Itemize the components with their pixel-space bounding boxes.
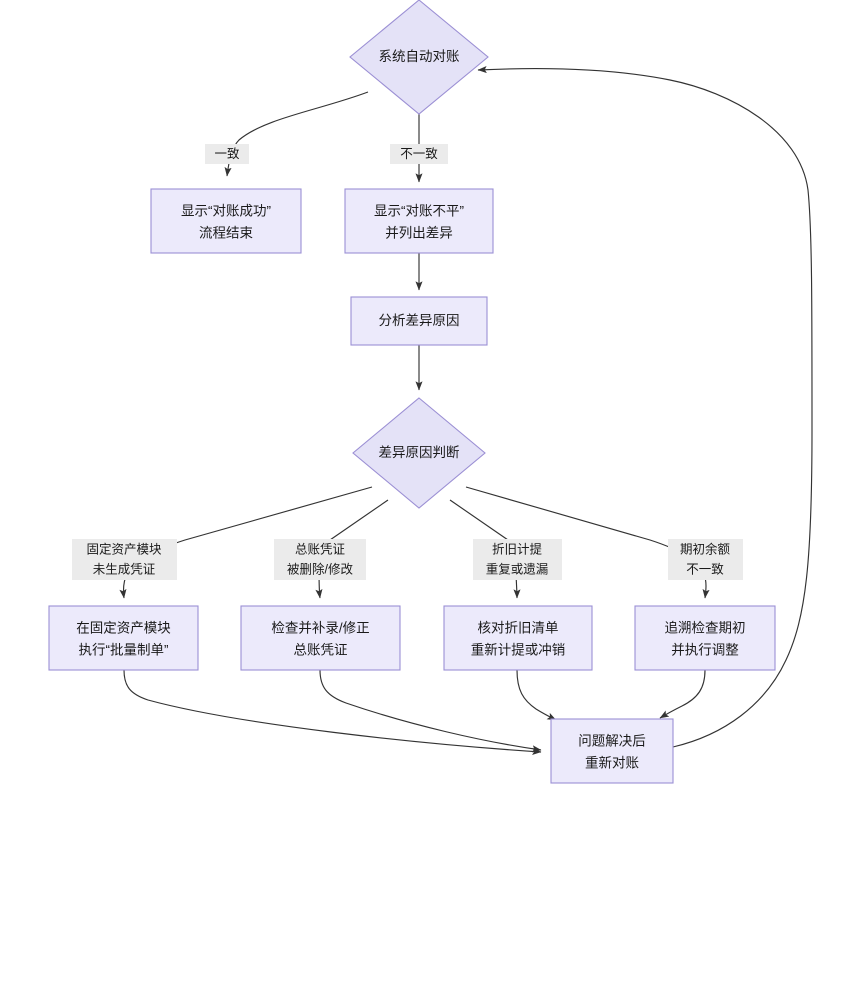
edge-label-consistent: 一致 [205, 144, 249, 164]
node-label-line1: 问题解决后 [578, 734, 646, 749]
node-label: 系统自动对账 [379, 49, 460, 64]
node-layer: 系统自动对账 显示“对账成功” 流程结束 显示“对账不平” 并列出差异 分析差异… [48, 0, 776, 784]
node-label-line2: 重新对账 [585, 756, 639, 771]
node-label-line2: 执行“批量制单” [79, 643, 169, 658]
edge-label-text: 一致 [214, 147, 240, 161]
node-label: 分析差异原因 [379, 313, 460, 328]
edge-label-text: 不一致 [400, 147, 438, 161]
box-shape [550, 718, 674, 784]
edge-label-text-line1: 折旧计提 [492, 541, 543, 556]
edge-label-text-line2: 未生成凭证 [93, 561, 156, 576]
node-label-line2: 重新计提或冲销 [471, 643, 566, 658]
edge-n7-n10 [319, 669, 542, 753]
box-shape [443, 605, 593, 671]
node-re-reconcile-after-fix[interactable]: 问题解决后 重新对账 [550, 718, 674, 784]
edge-label-inconsistent: 不一致 [390, 144, 448, 164]
node-label-line2: 总账凭证 [294, 643, 348, 658]
edge-label-text-line2: 重复或遗漏 [486, 561, 549, 576]
edge-n9-n10 [659, 669, 706, 719]
node-label-line2: 流程结束 [199, 226, 253, 241]
node-label-line1: 追溯检查期初 [665, 620, 746, 636]
edge-label-fixed-asset-no-voucher: 固定资产模块 未生成凭证 [72, 539, 177, 580]
edge-label-text-line1: 总账凭证 [295, 541, 346, 556]
label-background [473, 539, 562, 580]
node-label: 差异原因判断 [379, 445, 460, 460]
node-reconcile-success[interactable]: 显示“对账成功” 流程结束 [150, 188, 302, 254]
edge-label-gl-voucher-modified: 总账凭证 被删除/修改 [274, 539, 366, 580]
edge-n10-n1-return [477, 66, 813, 748]
node-label-line1: 显示“对账成功” [181, 204, 271, 219]
node-analyze-difference-cause[interactable]: 分析差异原因 [350, 296, 488, 346]
node-label-line2: 并列出差异 [385, 226, 453, 241]
edge-label-text-line2: 被删除/修改 [287, 561, 353, 576]
node-trace-opening-balance[interactable]: 追溯检查期初 并执行调整 [634, 605, 776, 671]
node-check-correct-gl-voucher[interactable]: 检查并补录/修正 总账凭证 [240, 605, 401, 671]
node-system-auto-reconcile[interactable]: 系统自动对账 [349, 0, 489, 115]
label-background [668, 539, 743, 580]
edge-label-depreciation-duplicate: 折旧计提 重复或遗漏 [473, 539, 562, 580]
node-batch-voucher-fixed-asset[interactable]: 在固定资产模块 执行“批量制单” [48, 605, 199, 671]
node-label-line2: 并执行调整 [671, 643, 739, 658]
edge-label-layer: 一致 不一致 固定资产模块 未生成凭证 总账凭证 被删除/修改 折旧计提 重复或… [72, 144, 743, 580]
diamond-shape [352, 397, 486, 509]
label-background [72, 539, 177, 580]
node-label-line1: 核对折旧清单 [478, 621, 559, 636]
node-reconcile-imbalance[interactable]: 显示“对账不平” 并列出差异 [344, 188, 494, 254]
edge-n8-n10 [516, 669, 557, 721]
box-shape [350, 296, 488, 346]
label-background [390, 144, 448, 164]
edge-n6-n10 [123, 669, 542, 755]
box-shape [634, 605, 776, 671]
label-background [274, 539, 366, 580]
node-label-line1: 显示“对账不平” [374, 204, 464, 219]
node-label-line1: 检查并补录/修正 [271, 621, 369, 636]
edge-label-text-line2: 不一致 [686, 562, 724, 576]
box-shape [150, 188, 302, 254]
node-difference-cause-decision[interactable]: 差异原因判断 [352, 397, 486, 509]
box-shape [344, 188, 494, 254]
box-shape [48, 605, 199, 671]
node-verify-depreciation-list[interactable]: 核对折旧清单 重新计提或冲销 [443, 605, 593, 671]
edge-label-opening-balance-mismatch: 期初余额 不一致 [668, 539, 743, 580]
diamond-shape [349, 0, 489, 115]
edge-label-text-line1: 固定资产模块 [86, 541, 162, 556]
box-shape [240, 605, 401, 671]
edge-label-text-line1: 期初余额 [680, 541, 731, 556]
node-label-line1: 在固定资产模块 [76, 621, 171, 636]
label-background [205, 144, 249, 164]
